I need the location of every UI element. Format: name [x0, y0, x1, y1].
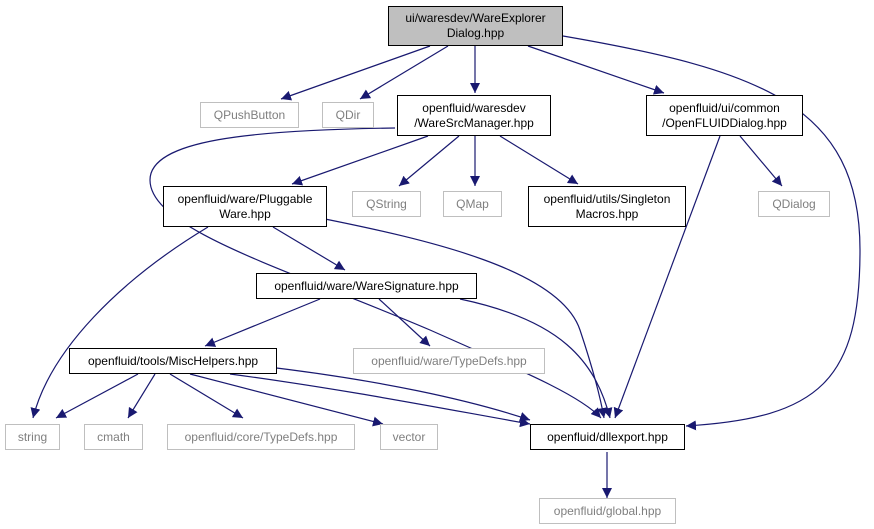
- edge-mischelpers-cmath: [127, 373, 156, 419]
- edge-mischelpers-vector: [189, 373, 384, 427]
- edge-openfluiddialog-qdialog: [739, 135, 783, 187]
- node-string[interactable]: string: [5, 424, 60, 450]
- edge-openfluiddialog-dllexport: [613, 135, 721, 419]
- node-label: string: [17, 429, 48, 444]
- node-label: QMap: [456, 196, 489, 211]
- node-label: openfluid/dllexport.hpp: [547, 429, 668, 444]
- edge-waresrcmanager-singleton: [499, 135, 579, 185]
- node-label: QDialog: [772, 196, 816, 211]
- edge-waresrcmanager-pluggableware: [291, 135, 429, 186]
- node-label: openfluid/ware/WareSignature.hpp: [274, 278, 459, 293]
- node-core-typedefs[interactable]: openfluid/core/TypeDefs.hpp: [167, 424, 355, 450]
- node-label: openfluid/core/TypeDefs.hpp: [184, 429, 338, 444]
- node-waresignature[interactable]: openfluid/ware/WareSignature.hpp: [256, 273, 477, 299]
- edge-mischelpers-dllexport-b: [259, 365, 531, 422]
- edge-mischelpers-dllexport-a: [229, 373, 531, 428]
- node-qmap[interactable]: QMap: [443, 191, 502, 217]
- node-label-line: openfluid/waresdev: [422, 100, 526, 115]
- node-openfluiddialog[interactable]: openfluid/ui/common /OpenFLUIDDialog.hpp: [646, 95, 803, 136]
- node-wareexplorer-dialog[interactable]: ui/waresdev/WareExplorer Dialog.hpp: [388, 6, 563, 46]
- node-label-line: openfluid/utils/Singleton: [543, 191, 671, 206]
- node-label-line: /WareSrcManager.hpp: [414, 115, 534, 130]
- node-singleton-macros[interactable]: openfluid/utils/Singleton Macros.hpp: [528, 186, 686, 227]
- edge-pluggableware-dllexport: [319, 217, 608, 419]
- node-mischelpers[interactable]: openfluid/tools/MiscHelpers.hpp: [69, 348, 277, 374]
- edge-pluggableware-waresignature: [272, 226, 346, 271]
- node-label-line: Ware.hpp: [219, 206, 271, 221]
- edge-mischelpers-coretypedefs: [169, 373, 244, 419]
- edge-waresignature-mischelpers: [204, 298, 321, 347]
- node-qdir[interactable]: QDir: [322, 102, 374, 128]
- node-label: cmath: [97, 429, 130, 444]
- edge-mischelpers-string: [55, 373, 139, 419]
- node-qstring[interactable]: QString: [352, 191, 421, 217]
- node-label: openfluid/global.hpp: [553, 503, 662, 518]
- node-label: QPushButton: [213, 107, 286, 122]
- node-label-line: openfluid/ware/Pluggable: [177, 191, 313, 206]
- node-vector[interactable]: vector: [380, 424, 438, 450]
- node-label-line: openfluid/ui/common: [669, 100, 780, 115]
- node-qdialog[interactable]: QDialog: [758, 191, 830, 217]
- node-label-line: ui/waresdev/WareExplorer: [405, 11, 546, 25]
- edge-waresrcmanager-qstring: [398, 135, 460, 187]
- node-ware-typedefs[interactable]: openfluid/ware/TypeDefs.hpp: [353, 348, 545, 374]
- node-label: QString: [366, 196, 407, 211]
- node-pluggableware[interactable]: openfluid/ware/Pluggable Ware.hpp: [163, 186, 327, 227]
- node-waresrcmanager[interactable]: openfluid/waresdev /WareSrcManager.hpp: [397, 95, 551, 136]
- node-label: openfluid/tools/MiscHelpers.hpp: [87, 353, 259, 368]
- edge-pluggableware-string: [30, 226, 209, 419]
- node-global[interactable]: openfluid/global.hpp: [539, 498, 676, 524]
- node-dllexport[interactable]: openfluid/dllexport.hpp: [530, 424, 685, 450]
- edge-root-dllexport: [562, 35, 861, 431]
- edge-waresignature-waretypedefs: [378, 298, 431, 347]
- node-label-line: Dialog.hpp: [446, 26, 505, 40]
- node-qpushbutton[interactable]: QPushButton: [200, 102, 299, 128]
- node-cmath[interactable]: cmath: [84, 424, 143, 450]
- edge-root-qdir: [359, 45, 449, 100]
- edge-root-openfluiddialog: [527, 45, 665, 95]
- node-label-line: Macros.hpp: [575, 206, 639, 221]
- edge-root-qpushbutton: [280, 45, 431, 101]
- node-label: openfluid/ware/TypeDefs.hpp: [371, 353, 527, 368]
- node-label: vector: [392, 429, 426, 444]
- node-label: QDir: [335, 107, 361, 122]
- node-label-line: /OpenFLUIDDialog.hpp: [662, 115, 787, 130]
- edge-waresignature-dllexport: [459, 298, 613, 419]
